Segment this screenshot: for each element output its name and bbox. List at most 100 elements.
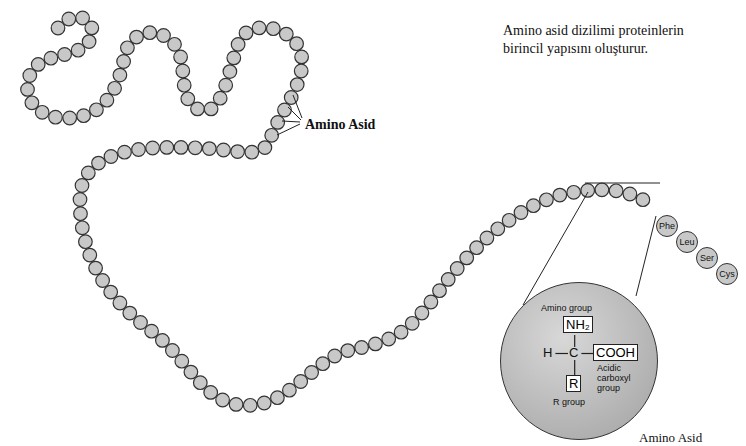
amino-acid-bead bbox=[143, 26, 157, 40]
amino-acid-bead bbox=[491, 222, 505, 236]
amino-acid-bead bbox=[316, 357, 330, 371]
amino-acid-bead bbox=[470, 241, 484, 255]
amino-acid-bead bbox=[405, 317, 419, 331]
amino-acid-bead bbox=[188, 141, 202, 155]
amino-acid-bead bbox=[176, 64, 190, 78]
amino-acid-bead bbox=[63, 111, 77, 125]
amino-acid-bead bbox=[382, 332, 396, 346]
amino-acid-bead bbox=[89, 261, 103, 275]
leader-lines bbox=[277, 95, 302, 135]
amino-acid-bead bbox=[117, 55, 131, 69]
amino-acid-bead bbox=[227, 51, 241, 65]
amino-acid-bead bbox=[160, 141, 174, 155]
amino-acid-bead bbox=[145, 324, 159, 338]
amino-acid-bead bbox=[223, 65, 237, 79]
amino-acid-bead bbox=[369, 337, 383, 351]
amino-acid-bead bbox=[130, 30, 144, 44]
amino-acid-bead bbox=[219, 78, 233, 92]
amino-acid-bead bbox=[433, 284, 447, 298]
amino-acid-bead bbox=[49, 110, 63, 124]
amino-acid-bead bbox=[305, 366, 319, 380]
leader-line bbox=[282, 121, 300, 122]
amino-acid-bead bbox=[328, 349, 342, 363]
amino-acid-bead bbox=[174, 50, 188, 64]
amino-acid-bead bbox=[243, 399, 257, 413]
amino-acid-bead bbox=[203, 142, 217, 156]
amino-acid-bead bbox=[239, 26, 253, 40]
atom-label: C bbox=[569, 345, 578, 360]
amino-acid-circle: Ser bbox=[696, 247, 718, 269]
amino-acid-bead bbox=[267, 22, 281, 36]
amino-acid-name: Ser bbox=[700, 253, 714, 263]
amino-acid-bead bbox=[623, 187, 637, 201]
amino-acid-bead bbox=[157, 29, 171, 43]
amino-acid-bead bbox=[82, 166, 96, 180]
amino-acid-bead bbox=[567, 186, 581, 200]
amino-acid-bead bbox=[252, 21, 266, 35]
amino-acid-bead bbox=[104, 285, 118, 299]
caption-note: Amino asid dizilimi proteinlerin birinci… bbox=[503, 22, 703, 58]
amino-acid-bead bbox=[73, 193, 87, 207]
amino-acid-bead bbox=[460, 251, 474, 265]
amino-acid-bead bbox=[100, 93, 114, 107]
amino-acid-bead bbox=[74, 207, 88, 221]
bracket-line bbox=[585, 183, 660, 184]
group-label: R group bbox=[553, 397, 585, 407]
amino-acid-bead bbox=[83, 248, 97, 262]
amino-acid-bead bbox=[271, 116, 285, 130]
amino-acid-bead bbox=[177, 78, 191, 92]
amino-acid-bead bbox=[90, 103, 104, 117]
amino-acid-bead bbox=[540, 193, 554, 207]
zoom-line bbox=[636, 216, 656, 296]
group-label: Acidic carboxyl group bbox=[597, 363, 649, 393]
amino-acid-bead bbox=[76, 221, 90, 235]
amino-acid-bead bbox=[44, 51, 58, 65]
amino-acid-bead bbox=[231, 145, 245, 159]
leader-line bbox=[288, 107, 301, 120]
amino-acid-bead bbox=[595, 183, 609, 197]
chemical-group: NH₂ bbox=[566, 317, 590, 332]
amino-acid-name: Phe bbox=[659, 221, 675, 231]
amino-acid-bead bbox=[58, 48, 72, 62]
amino-acid-bead bbox=[174, 141, 188, 155]
amino-acid-bead bbox=[23, 69, 37, 83]
amino-acid-bead bbox=[294, 375, 308, 389]
amino-acid-bead bbox=[553, 188, 567, 202]
amino-acid-bead bbox=[85, 21, 99, 35]
amino-acid-bead bbox=[278, 103, 292, 117]
amino-acid-circle: Phe bbox=[656, 215, 678, 237]
amino-acid-bead bbox=[229, 398, 243, 412]
amino-acid-circle: Cys bbox=[716, 263, 738, 285]
chemical-group: COOH bbox=[596, 345, 635, 360]
amino-acid-bead bbox=[194, 376, 208, 390]
amino-acid-bead bbox=[213, 91, 227, 105]
amino-acid-bead bbox=[166, 344, 180, 358]
bond-line bbox=[574, 360, 575, 375]
amino-acid-bead bbox=[184, 365, 198, 379]
chemical-group: R bbox=[569, 376, 578, 391]
amino-acid-name: Cys bbox=[719, 269, 735, 279]
amino-acid-bead bbox=[146, 141, 160, 155]
amino-acid-bead bbox=[96, 274, 110, 288]
amino-acid-bead bbox=[295, 50, 309, 64]
part-label: Amino Asid bbox=[639, 430, 702, 446]
amino-acid-bead bbox=[77, 109, 91, 123]
amino-acid-bead bbox=[636, 193, 650, 207]
amino-acid-bead bbox=[441, 273, 455, 287]
amino-acid-bead bbox=[231, 38, 245, 52]
amino-acid-bead bbox=[113, 68, 127, 82]
amino-acid-circle: Leu bbox=[676, 231, 698, 253]
amino-acid-bead bbox=[527, 199, 541, 213]
amino-acid-bead bbox=[294, 64, 308, 78]
amino-acid-bead bbox=[415, 306, 429, 320]
amino-acid-bead bbox=[118, 145, 132, 159]
amino-acid-bead bbox=[265, 129, 279, 143]
amino-acid-bead bbox=[71, 43, 85, 57]
amino-acid-bead bbox=[108, 82, 122, 96]
amino-acid-bead bbox=[113, 296, 127, 310]
amino-acid-bead bbox=[258, 141, 272, 155]
amino-acid-bead bbox=[355, 341, 369, 355]
amino-acid-bead bbox=[217, 143, 231, 157]
amino-acid-bead bbox=[341, 344, 355, 358]
amino-acid-bead bbox=[216, 393, 230, 407]
